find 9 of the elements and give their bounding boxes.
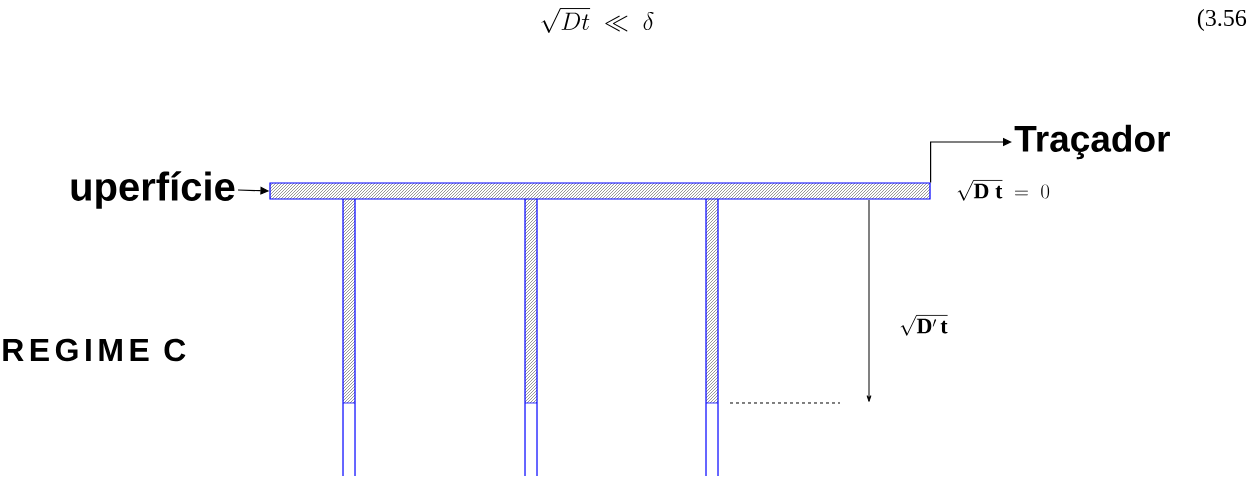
- arrow: [930, 137, 1012, 183]
- label-text: Traçador: [1014, 124, 1170, 160]
- label-text: REGIME C: [3, 338, 186, 362]
- equation: $\sqrt{Dt}\;\ll\;\delta$: [541, 8, 654, 33]
- surface-layer: [269, 182, 931, 200]
- equation-number: (3.56: [1197, 9, 1247, 31]
- formula-label: $\sqrt{\mathbf{D\;t}}\;=\;0$: [957, 180, 1050, 201]
- formula-label: $\sqrt{\mathbf{D'\,t}}$: [900, 315, 948, 336]
- label-text: uperfície: [71, 171, 235, 209]
